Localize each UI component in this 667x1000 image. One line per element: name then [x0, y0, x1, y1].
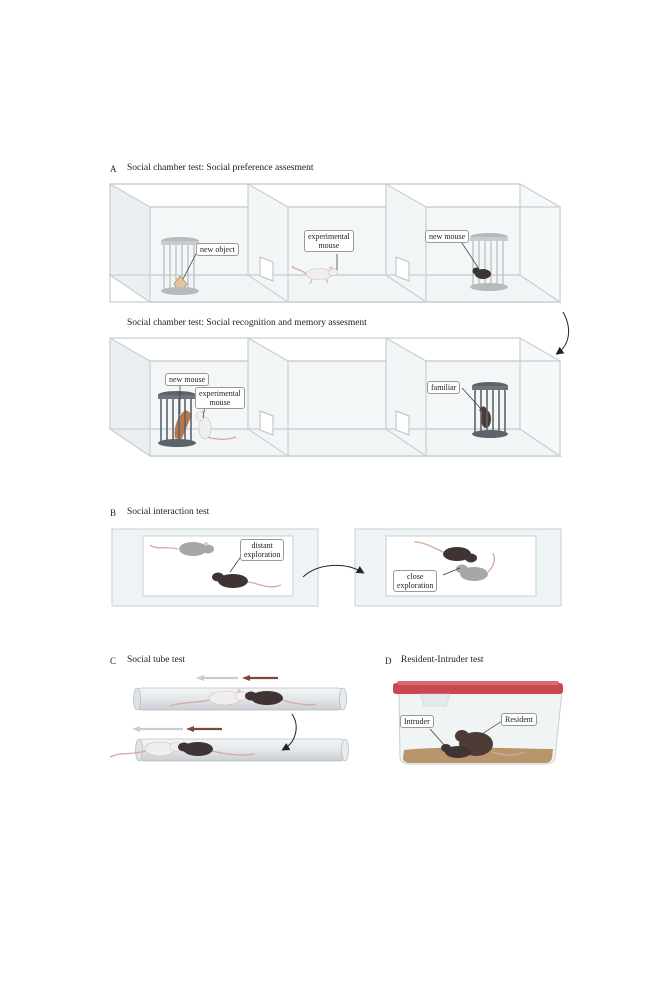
panel-a-title: Social chamber test: Social preference a… — [127, 163, 314, 173]
push-arrows-bottom — [132, 726, 222, 732]
flow-arrow-a — [555, 311, 570, 355]
mouse-dark-tube-bottom — [178, 742, 256, 756]
mouse-grey-b-left — [149, 542, 214, 556]
callout-pointers-d — [429, 720, 503, 748]
arena-b-right — [354, 528, 562, 607]
label-new-mouse-top: new mouse — [425, 230, 470, 243]
flow-arrow-b — [302, 564, 365, 578]
home-cage — [393, 681, 563, 765]
flow-arrow-c — [281, 713, 297, 751]
cage-new-mouse-bottom — [158, 391, 196, 447]
panel-b-title: Social interaction test — [127, 507, 210, 517]
label-familiar: familiar — [427, 381, 461, 394]
panel-a-letter: A — [110, 164, 117, 174]
label-experimental-mouse-bottom: experimental mouse — [195, 387, 245, 409]
mouse-dark-tube-top — [245, 691, 317, 706]
label-new-mouse-bottom: new mouse — [165, 373, 210, 386]
cage-new-mouse-top — [470, 233, 508, 291]
mouse-white-tube-top — [169, 689, 248, 707]
label-distant-exploration: distant exploration — [240, 539, 285, 561]
arena-b-left — [111, 528, 319, 607]
label-intruder: Intruder — [400, 715, 434, 728]
divider-doors-top — [259, 256, 410, 282]
divider-doors-bottom — [259, 410, 410, 436]
panel-a-subtitle: Social chamber test: Social recognition … — [127, 318, 367, 328]
label-resident: Resident — [501, 713, 537, 726]
callout-pointers-a — [179, 239, 483, 419]
panel-c-letter: C — [110, 656, 117, 666]
cage-object — [161, 237, 199, 295]
label-close-exploration: close exploration — [393, 570, 438, 592]
push-arrows-top — [196, 675, 278, 681]
mouse-experimental-top — [291, 265, 339, 285]
panel-c-title: Social tube test — [127, 655, 186, 665]
panel-d-title: Resident-Intruder test — [401, 655, 484, 665]
cage-familiar — [472, 382, 508, 438]
mouse-dark-b-left — [212, 572, 282, 588]
label-experimental-mouse-top: experimental mouse — [304, 230, 354, 252]
panel-b-letter: B — [110, 508, 117, 518]
panel-d-letter: D — [385, 656, 392, 666]
mouse-intruder — [441, 744, 471, 758]
mouse-experimental-bottom — [195, 410, 237, 440]
chamber-box-recognition — [108, 336, 562, 458]
mouse-dark-b-right — [413, 541, 477, 563]
label-new-object: new object — [196, 243, 239, 256]
mouse-grey-b-right — [456, 552, 495, 581]
